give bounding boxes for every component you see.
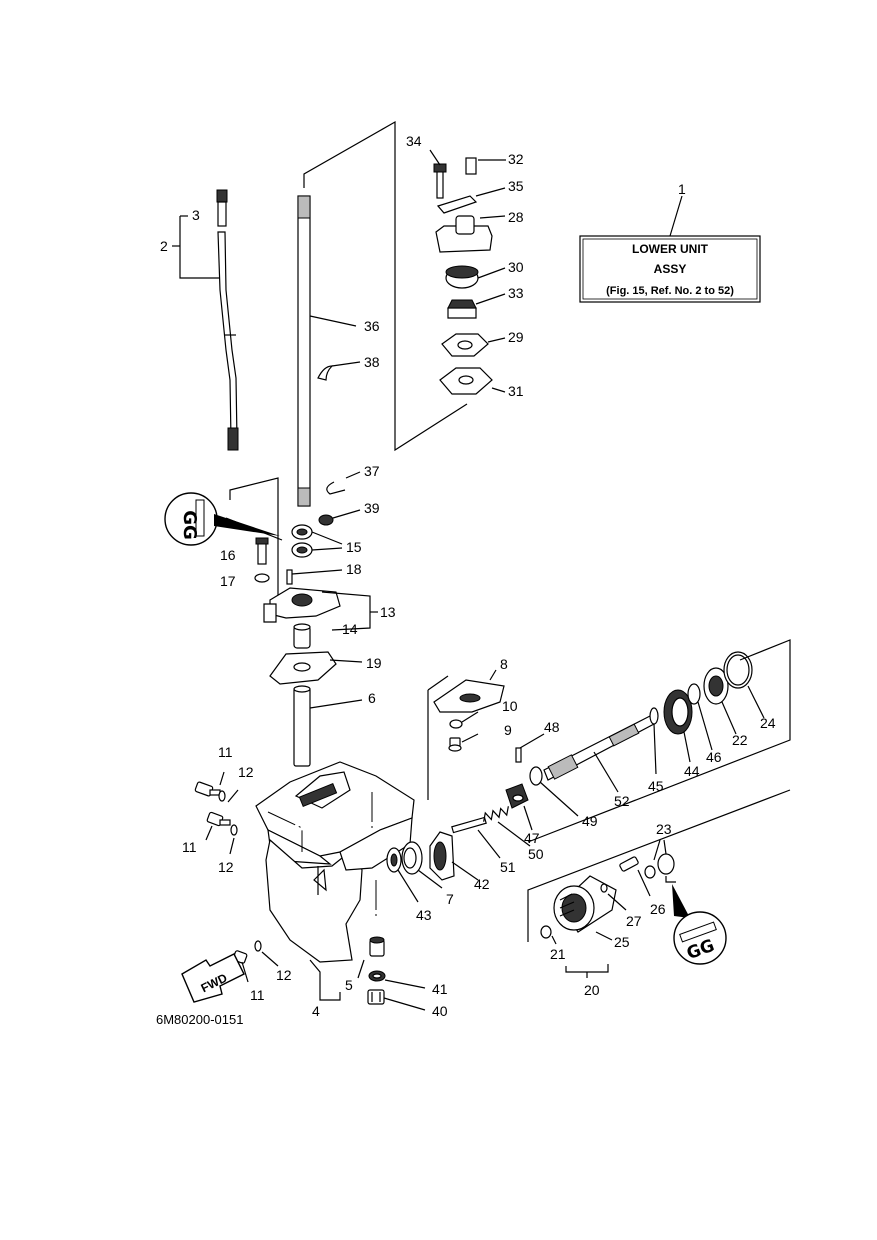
callout-13: 13 — [380, 604, 396, 620]
impeller — [447, 307, 477, 319]
housing-washer — [254, 573, 270, 583]
housing-gasket — [269, 651, 337, 685]
callout-17: 17 — [220, 573, 236, 589]
callout-33: 33 — [508, 285, 524, 301]
callout-1: 1 — [678, 181, 686, 197]
diagram-code: 6M80200-0151 — [156, 1012, 243, 1027]
callout-11-b: 11 — [182, 839, 197, 855]
callout-31: 31 — [508, 383, 524, 399]
callout-42: 42 — [474, 876, 490, 892]
callout-9: 9 — [504, 722, 512, 738]
callout-3: 3 — [192, 207, 200, 223]
outer-plate-cartridge — [439, 367, 493, 395]
propeller-shaft-group — [386, 639, 791, 903]
fwd-arrow: FWD — [181, 953, 245, 1003]
pump-screw — [465, 157, 477, 175]
shift-rod-assembly — [172, 189, 239, 451]
callout-18: 18 — [346, 561, 362, 577]
callout-21: 21 — [550, 946, 566, 962]
callout-14: 14 — [342, 621, 358, 637]
sealant-callout-right: GG — [673, 911, 727, 965]
drive-shaft-clip — [317, 365, 334, 381]
title-box: 1 LOWER UNIT ASSY (Fig. 15, Ref. No. 2 t… — [579, 181, 761, 303]
callout-25: 25 — [614, 934, 630, 950]
callout-36: 36 — [364, 318, 380, 334]
svg-text:GG: GG — [179, 510, 200, 540]
callout-20: 20 — [584, 982, 600, 998]
callout-37: 37 — [364, 463, 380, 479]
drain-plug-group — [357, 936, 426, 1011]
callout-47: 47 — [524, 830, 540, 846]
callout-22: 22 — [732, 732, 748, 748]
callout-23: 23 — [656, 821, 672, 837]
callout-16: 16 — [220, 547, 236, 563]
callout-45: 45 — [648, 778, 664, 794]
callout-28: 28 — [508, 209, 524, 225]
pump-gasket-upper — [441, 333, 489, 357]
callout-19: 19 — [366, 655, 382, 671]
callout-15: 15 — [346, 539, 362, 555]
drive-shaft — [297, 195, 311, 507]
title-box-line1: LOWER UNIT — [632, 242, 709, 256]
oil-seal-housing-group — [225, 477, 378, 685]
water-pump-group — [429, 149, 506, 395]
callout-12-a: 12 — [238, 764, 254, 780]
callout-7: 7 — [446, 891, 454, 907]
callout-26: 26 — [650, 901, 666, 917]
callout-8: 8 — [500, 656, 508, 672]
callout-numbers: 2 3 4 5 6 7 8 9 10 11 11 11 12 12 12 13 … — [160, 133, 776, 1019]
callout-6: 6 — [368, 690, 376, 706]
callout-48: 48 — [544, 719, 560, 735]
callout-30: 30 — [508, 259, 524, 275]
dowel-pin — [286, 569, 293, 585]
shift-rod-end — [227, 427, 239, 451]
callout-37-label-38: 38 — [364, 354, 380, 370]
callout-32: 32 — [508, 151, 524, 167]
pump-bolt — [436, 169, 444, 199]
callout-44: 44 — [684, 763, 700, 779]
anode-group — [433, 669, 505, 752]
callout-39: 39 — [364, 500, 380, 516]
lower-case — [255, 675, 449, 1001]
water-tube — [293, 685, 363, 767]
prop-shaft-housing-group — [527, 789, 791, 978]
title-box-line2: ASSY — [654, 262, 687, 276]
sealant-callout-left: GG — [164, 492, 280, 546]
title-box-line3: (Fig. 15, Ref. No. 2 to 52) — [606, 285, 734, 297]
callout-43: 43 — [416, 907, 432, 923]
callout-11-a: 11 — [218, 744, 233, 760]
callout-12-b: 12 — [218, 859, 234, 875]
case-bolts — [194, 771, 279, 983]
callout-12-c: 12 — [276, 967, 292, 983]
callout-41: 41 — [432, 981, 448, 997]
callout-50: 50 — [528, 846, 544, 862]
pump-housing — [435, 225, 493, 253]
callout-10: 10 — [502, 698, 518, 714]
shift-rod-nut — [216, 189, 228, 203]
circlip — [326, 481, 346, 495]
callout-27: 27 — [626, 913, 642, 929]
drive-shaft-group — [297, 120, 468, 526]
callout-11-c: 11 — [250, 987, 265, 1003]
callout-2: 2 — [160, 238, 168, 254]
drive-shaft-ring — [318, 514, 334, 526]
callout-40: 40 — [432, 1003, 448, 1019]
shift-rod-joint — [217, 201, 227, 227]
pump-plate — [436, 195, 478, 214]
callout-29: 29 — [508, 329, 524, 345]
shift-rod — [217, 231, 238, 441]
callout-49: 49 — [582, 813, 598, 829]
callout-34: 34 — [406, 133, 422, 149]
callout-4: 4 — [312, 1003, 320, 1019]
callout-46: 46 — [706, 749, 722, 765]
callout-52: 52 — [614, 793, 630, 809]
callout-35: 35 — [508, 178, 524, 194]
callout-51: 51 — [500, 859, 516, 875]
callout-5: 5 — [345, 977, 353, 993]
callout-24: 24 — [760, 715, 776, 731]
